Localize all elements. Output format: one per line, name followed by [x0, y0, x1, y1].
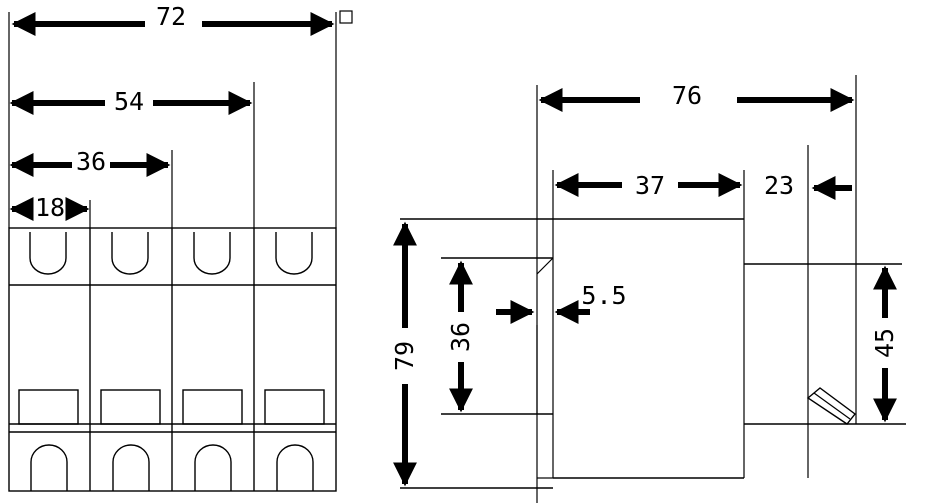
corner-square-mark — [339, 10, 353, 24]
dimension-5-5: 5.5 — [496, 281, 627, 324]
dim-label-5-5: 5.5 — [581, 281, 626, 310]
dim-label-45: 45 — [870, 328, 899, 358]
toggle-handle-side — [806, 387, 856, 425]
dim-label-36-rail: 36 — [446, 322, 475, 352]
dimension-36-rail: 36 — [446, 260, 475, 413]
terminal-slot-top-3 — [193, 232, 231, 275]
dim-label-54: 54 — [114, 87, 144, 116]
dim-label-79: 79 — [390, 341, 419, 371]
dim-label-23: 23 — [764, 171, 794, 200]
dimension-76: 76 — [538, 81, 855, 112]
terminal-slot-bottom-1 — [30, 444, 68, 491]
terminal-slot-bottom-4 — [276, 444, 314, 491]
dimension-37: 37 — [554, 171, 743, 200]
dimension-54: 54 — [9, 87, 253, 116]
toggle-handle-2 — [100, 389, 161, 425]
dimension-72: 72 — [11, 2, 335, 36]
terminal-slot-top-1 — [29, 232, 67, 275]
terminal-slot-bottom-3 — [194, 444, 232, 491]
rail-clip-top — [536, 257, 554, 275]
dim-label-76: 76 — [672, 81, 702, 110]
dimension-45: 45 — [870, 265, 899, 423]
toggle-handle-3 — [182, 389, 243, 425]
terminal-slot-bottom-2 — [112, 444, 150, 491]
terminal-slot-top-2 — [111, 232, 149, 275]
dimension-36-front: 36 — [9, 147, 171, 177]
dim-label-36-front: 36 — [76, 147, 106, 176]
dimension-79: 79 — [390, 221, 419, 487]
side-view: 76 37 23 5.5 79 36 — [390, 75, 906, 503]
dimension-18: 18 — [9, 193, 90, 222]
dim-label-18: 18 — [35, 193, 65, 222]
dim-label-72: 72 — [156, 2, 186, 31]
terminal-slot-top-4 — [275, 232, 313, 275]
front-view: 72 54 36 18 — [8, 2, 353, 492]
dimension-23: 23 — [764, 171, 852, 200]
toggle-handle-4 — [264, 389, 325, 425]
toggle-handle-1 — [18, 389, 79, 425]
dim-label-37: 37 — [635, 171, 665, 200]
